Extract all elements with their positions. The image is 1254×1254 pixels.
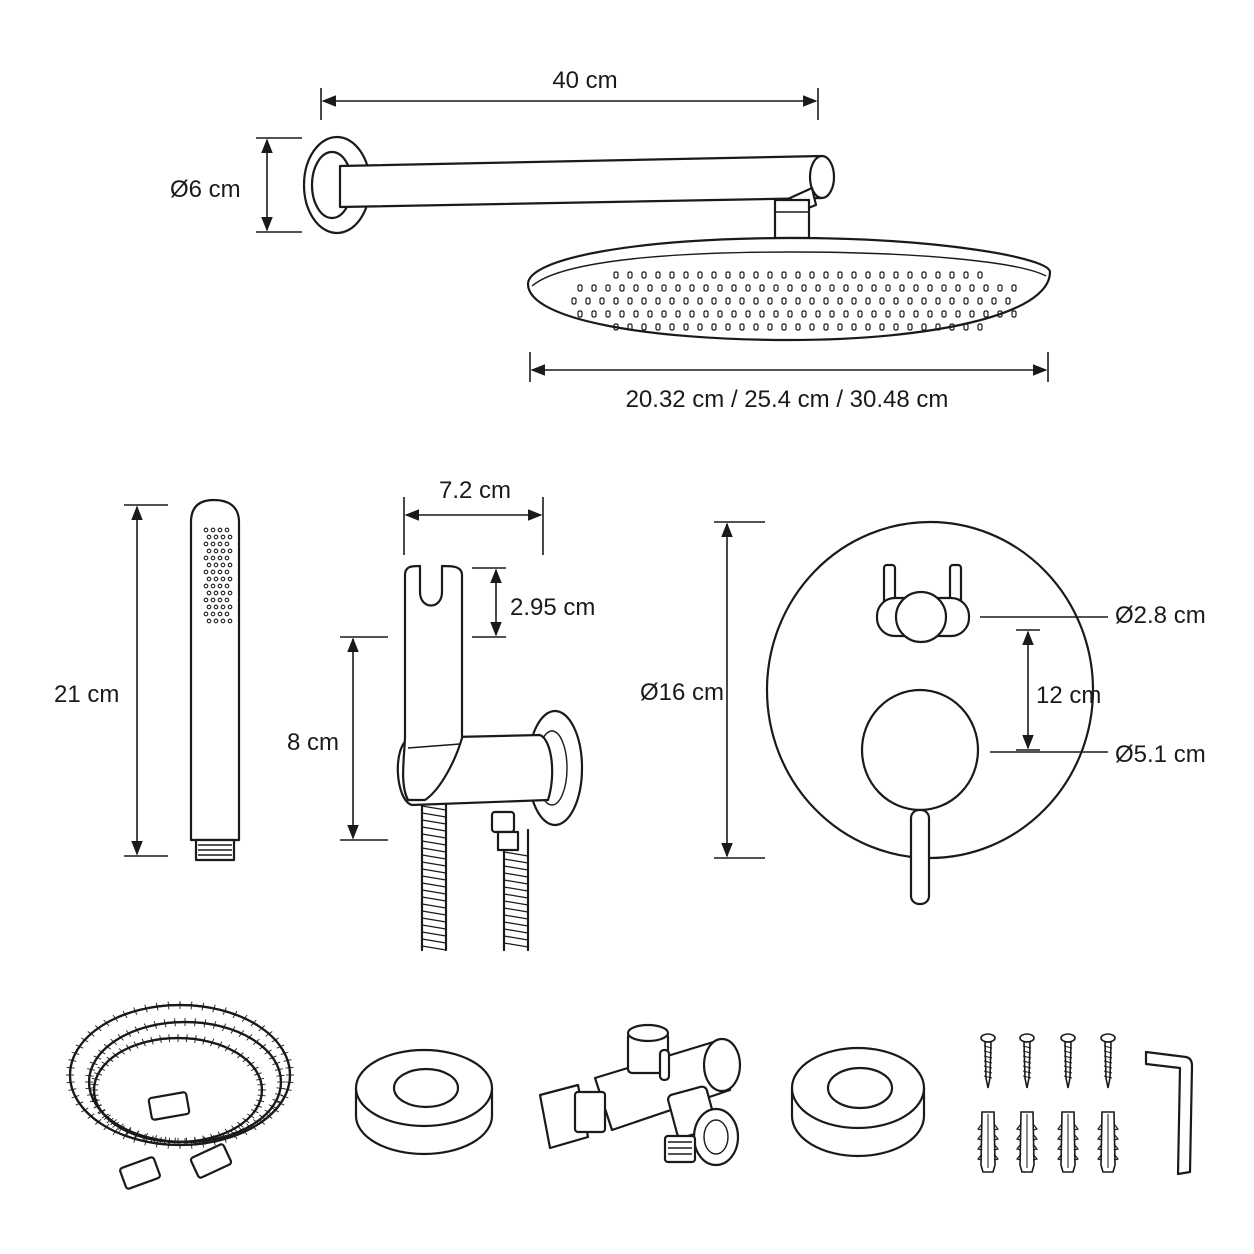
screws: [980, 1033, 1116, 1089]
holder-dimensions: 7.2 cm 2.95 cm 8 cm: [287, 477, 595, 841]
arm-length-label: 40 cm: [552, 67, 617, 94]
handle-diameter-label: Ø5.1 cm: [1115, 741, 1206, 768]
plate-dimensions: Ø16 cm Ø2.8 cm Ø5.1 cm 12 cm: [640, 521, 1206, 859]
rain-shower-head: [526, 236, 1052, 342]
wall-anchors: [976, 1111, 1120, 1173]
hose-ribs: [421, 805, 529, 951]
holder-height-label: 8 cm: [287, 729, 339, 756]
valve-trim-plate: [765, 520, 1095, 906]
head-diameter-dimension: 20.32 cm / 25.4 cm / 30.48 cm: [529, 352, 1049, 413]
hand-shower: [189, 498, 241, 862]
coiled-hose: [66, 1001, 294, 1190]
holder-slot-label: 2.95 cm: [510, 594, 595, 621]
plate-diameter-label: Ø16 cm: [640, 679, 724, 706]
flange-diameter-label: Ø6 cm: [170, 176, 241, 203]
hex-key: [1144, 1050, 1194, 1176]
handshower-length-label: 21 cm: [54, 681, 119, 708]
diverter-diameter-label: Ø2.8 cm: [1115, 602, 1206, 629]
arm-length-dimension: 40 cm: [320, 67, 819, 120]
hand-nozzle-pattern: [203, 527, 233, 624]
flange-ring-1: [354, 1048, 494, 1156]
coil-ribs: [66, 1001, 294, 1149]
nozzle-pattern: [571, 271, 1017, 331]
holder-width-label: 7.2 cm: [439, 477, 511, 504]
flange-ring-2: [790, 1046, 926, 1158]
handshower-length-dimension: 21 cm: [54, 504, 168, 857]
head-diameter-label: 20.32 cm / 25.4 cm / 30.48 cm: [626, 386, 949, 413]
knob-spacing-label: 12 cm: [1036, 682, 1101, 709]
wall-arm: [302, 135, 836, 240]
diverter-tee: [538, 1023, 742, 1167]
flange-diameter-dimension: Ø6 cm: [170, 137, 302, 233]
wall-holder: [396, 564, 584, 952]
